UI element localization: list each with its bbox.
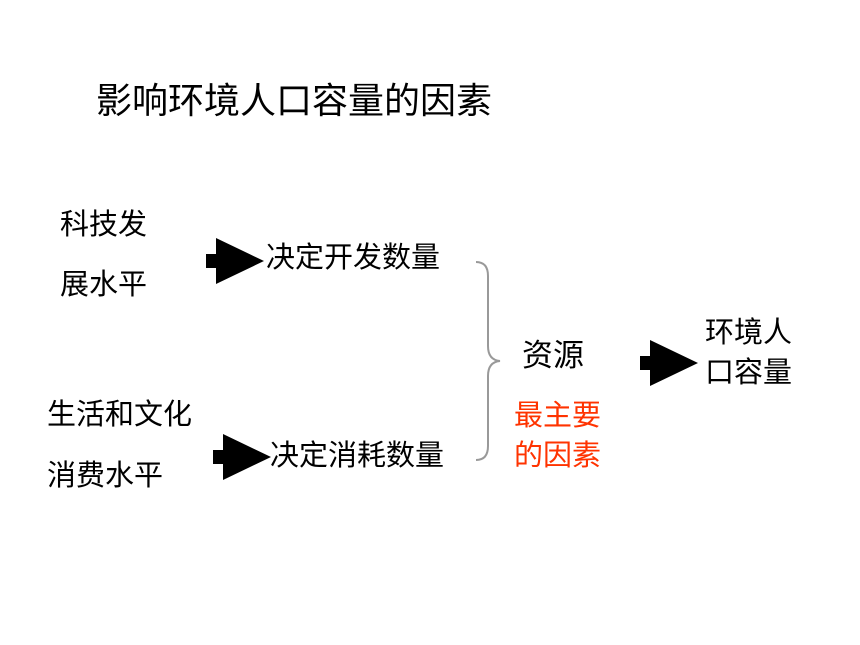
outcome-line2: 口容量 [705,355,793,389]
culture-factor-line2: 消费水平 [47,458,164,492]
resource-note-line1: 最主要 [514,398,602,432]
culture-result: 决定消耗数量 [270,438,445,472]
resource-note-line2: 的因素 [514,438,602,472]
tech-result: 决定开发数量 [266,240,441,274]
resource-label: 资源 [522,338,584,374]
right-curly-brace [475,261,501,461]
culture-factor-line1: 生活和文化 [47,397,193,431]
page-title: 影响环境人口容量的因素 [96,81,493,122]
right-arrow-icon [213,434,271,480]
tech-factor-line1: 科技发 [60,207,148,241]
right-arrow-icon [640,340,698,386]
tech-factor-line2: 展水平 [60,267,148,301]
right-arrow-icon [206,238,264,284]
outcome-line1: 环境人 [705,315,793,349]
